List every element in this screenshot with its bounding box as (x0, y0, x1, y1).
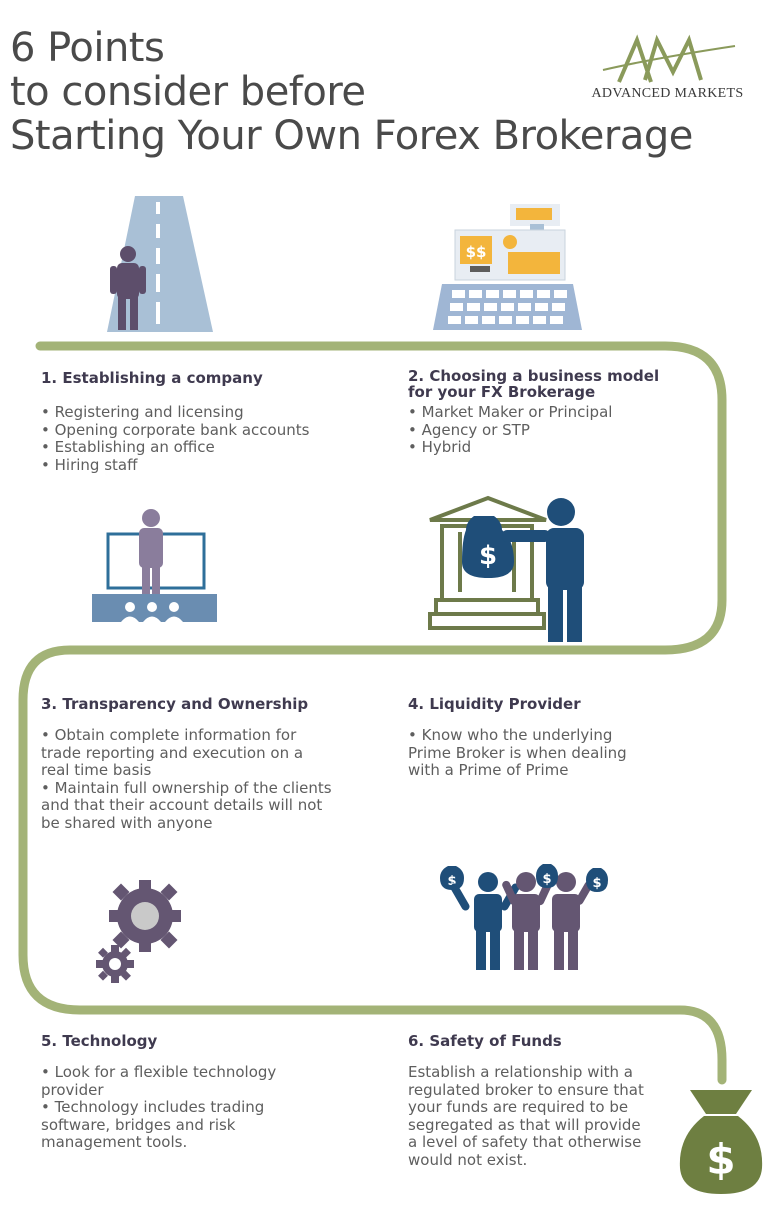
section-1-heading: 1. Establishing a company (41, 369, 263, 387)
money-bag-icon: $ (679, 1090, 763, 1194)
section-5-heading: 5. Technology (41, 1032, 158, 1050)
text-line: with a Prime of Prime (408, 761, 569, 779)
list-item: • Establishing an office (41, 438, 215, 456)
gears-icon (96, 880, 181, 983)
advanced-markets-logo (602, 34, 736, 83)
section-4-text: • Know who the underlying Prime Broker i… (408, 726, 627, 780)
list-item: • Hybrid (408, 438, 472, 456)
text-line: • Obtain complete information for (41, 726, 297, 744)
title-line-1: 6 Points (10, 25, 165, 71)
text-line: provider (41, 1080, 104, 1099)
text-line: your funds are required to be (408, 1098, 629, 1116)
text-line: management tools. (41, 1133, 188, 1151)
text-line: trade reporting and execution on a (41, 743, 304, 762)
text-line: • Technology includes trading (41, 1098, 265, 1116)
section-2-list: • Market Maker or Principal • Agency or … (408, 403, 613, 457)
section-2-heading-line-1: 2. Choosing a business model (408, 367, 660, 385)
double-dollar-text: $$ (466, 243, 487, 261)
dollar-sign-text: $ (447, 874, 456, 889)
list-item: • Opening corporate bank accounts (41, 420, 310, 439)
section-2-heading-line-2: for your FX Brokerage (408, 383, 596, 401)
dollar-sign-text: $ (479, 541, 497, 571)
section-6-text: Establish a relationship with a regulate… (408, 1063, 644, 1169)
text-line: • Maintain full ownership of the clients (41, 778, 332, 797)
list-item: • Registering and licensing (41, 403, 244, 421)
cash-register-icon: $$ (433, 204, 582, 330)
text-line: Establish a relationship with a (408, 1063, 633, 1081)
dollar-sign-text: $ (706, 1135, 735, 1184)
text-line: software, bridges and risk (41, 1115, 236, 1134)
section-1-list: • Registering and licensing • Opening co… (41, 403, 310, 474)
logo-text: ADVANCED MARKETS (591, 86, 744, 101)
list-item: • Agency or STP (408, 420, 530, 439)
text-line: would not exist. (408, 1150, 528, 1169)
list-item: • Hiring staff (41, 455, 138, 474)
section-3-heading: 3. Transparency and Ownership (41, 695, 309, 713)
list-item: • Market Maker or Principal (408, 403, 613, 421)
title-line-2: to consider before (10, 69, 366, 115)
section-2-heading: 2. Choosing a business model for your FX… (408, 368, 659, 400)
people-moneybags-icon: $ $ $ (440, 864, 608, 970)
dollar-sign-text: $ (592, 876, 601, 891)
text-line: • Know who the underlying (408, 726, 613, 744)
page-title: 6 Points to consider before Starting You… (10, 26, 693, 158)
title-line-3: Starting Your Own Forex Brokerage (10, 113, 693, 159)
text-line: and that their account details will not (41, 796, 323, 814)
road-icon (107, 196, 213, 332)
dollar-sign-text: $ (542, 872, 551, 887)
text-line: real time basis (41, 761, 152, 779)
section-4-heading: 4. Liquidity Provider (408, 695, 581, 713)
bank-moneybag-icon: $ (428, 495, 584, 642)
section-6-heading: 6. Safety of Funds (408, 1032, 562, 1050)
text-line: segregated as that will provide (408, 1115, 641, 1134)
text-line: be shared with anyone (41, 813, 213, 832)
text-line: Prime Broker is when dealing (408, 743, 627, 762)
presenter-icon (92, 509, 217, 622)
text-line: • Look for a flexible technology (41, 1063, 277, 1081)
section-3-text: • Obtain complete information for trade … (41, 726, 332, 832)
text-line: regulated broker to ensure that (408, 1080, 644, 1099)
section-5-text: • Look for a flexible technology provide… (41, 1063, 277, 1152)
text-line: a level of safety that otherwise (408, 1133, 642, 1151)
